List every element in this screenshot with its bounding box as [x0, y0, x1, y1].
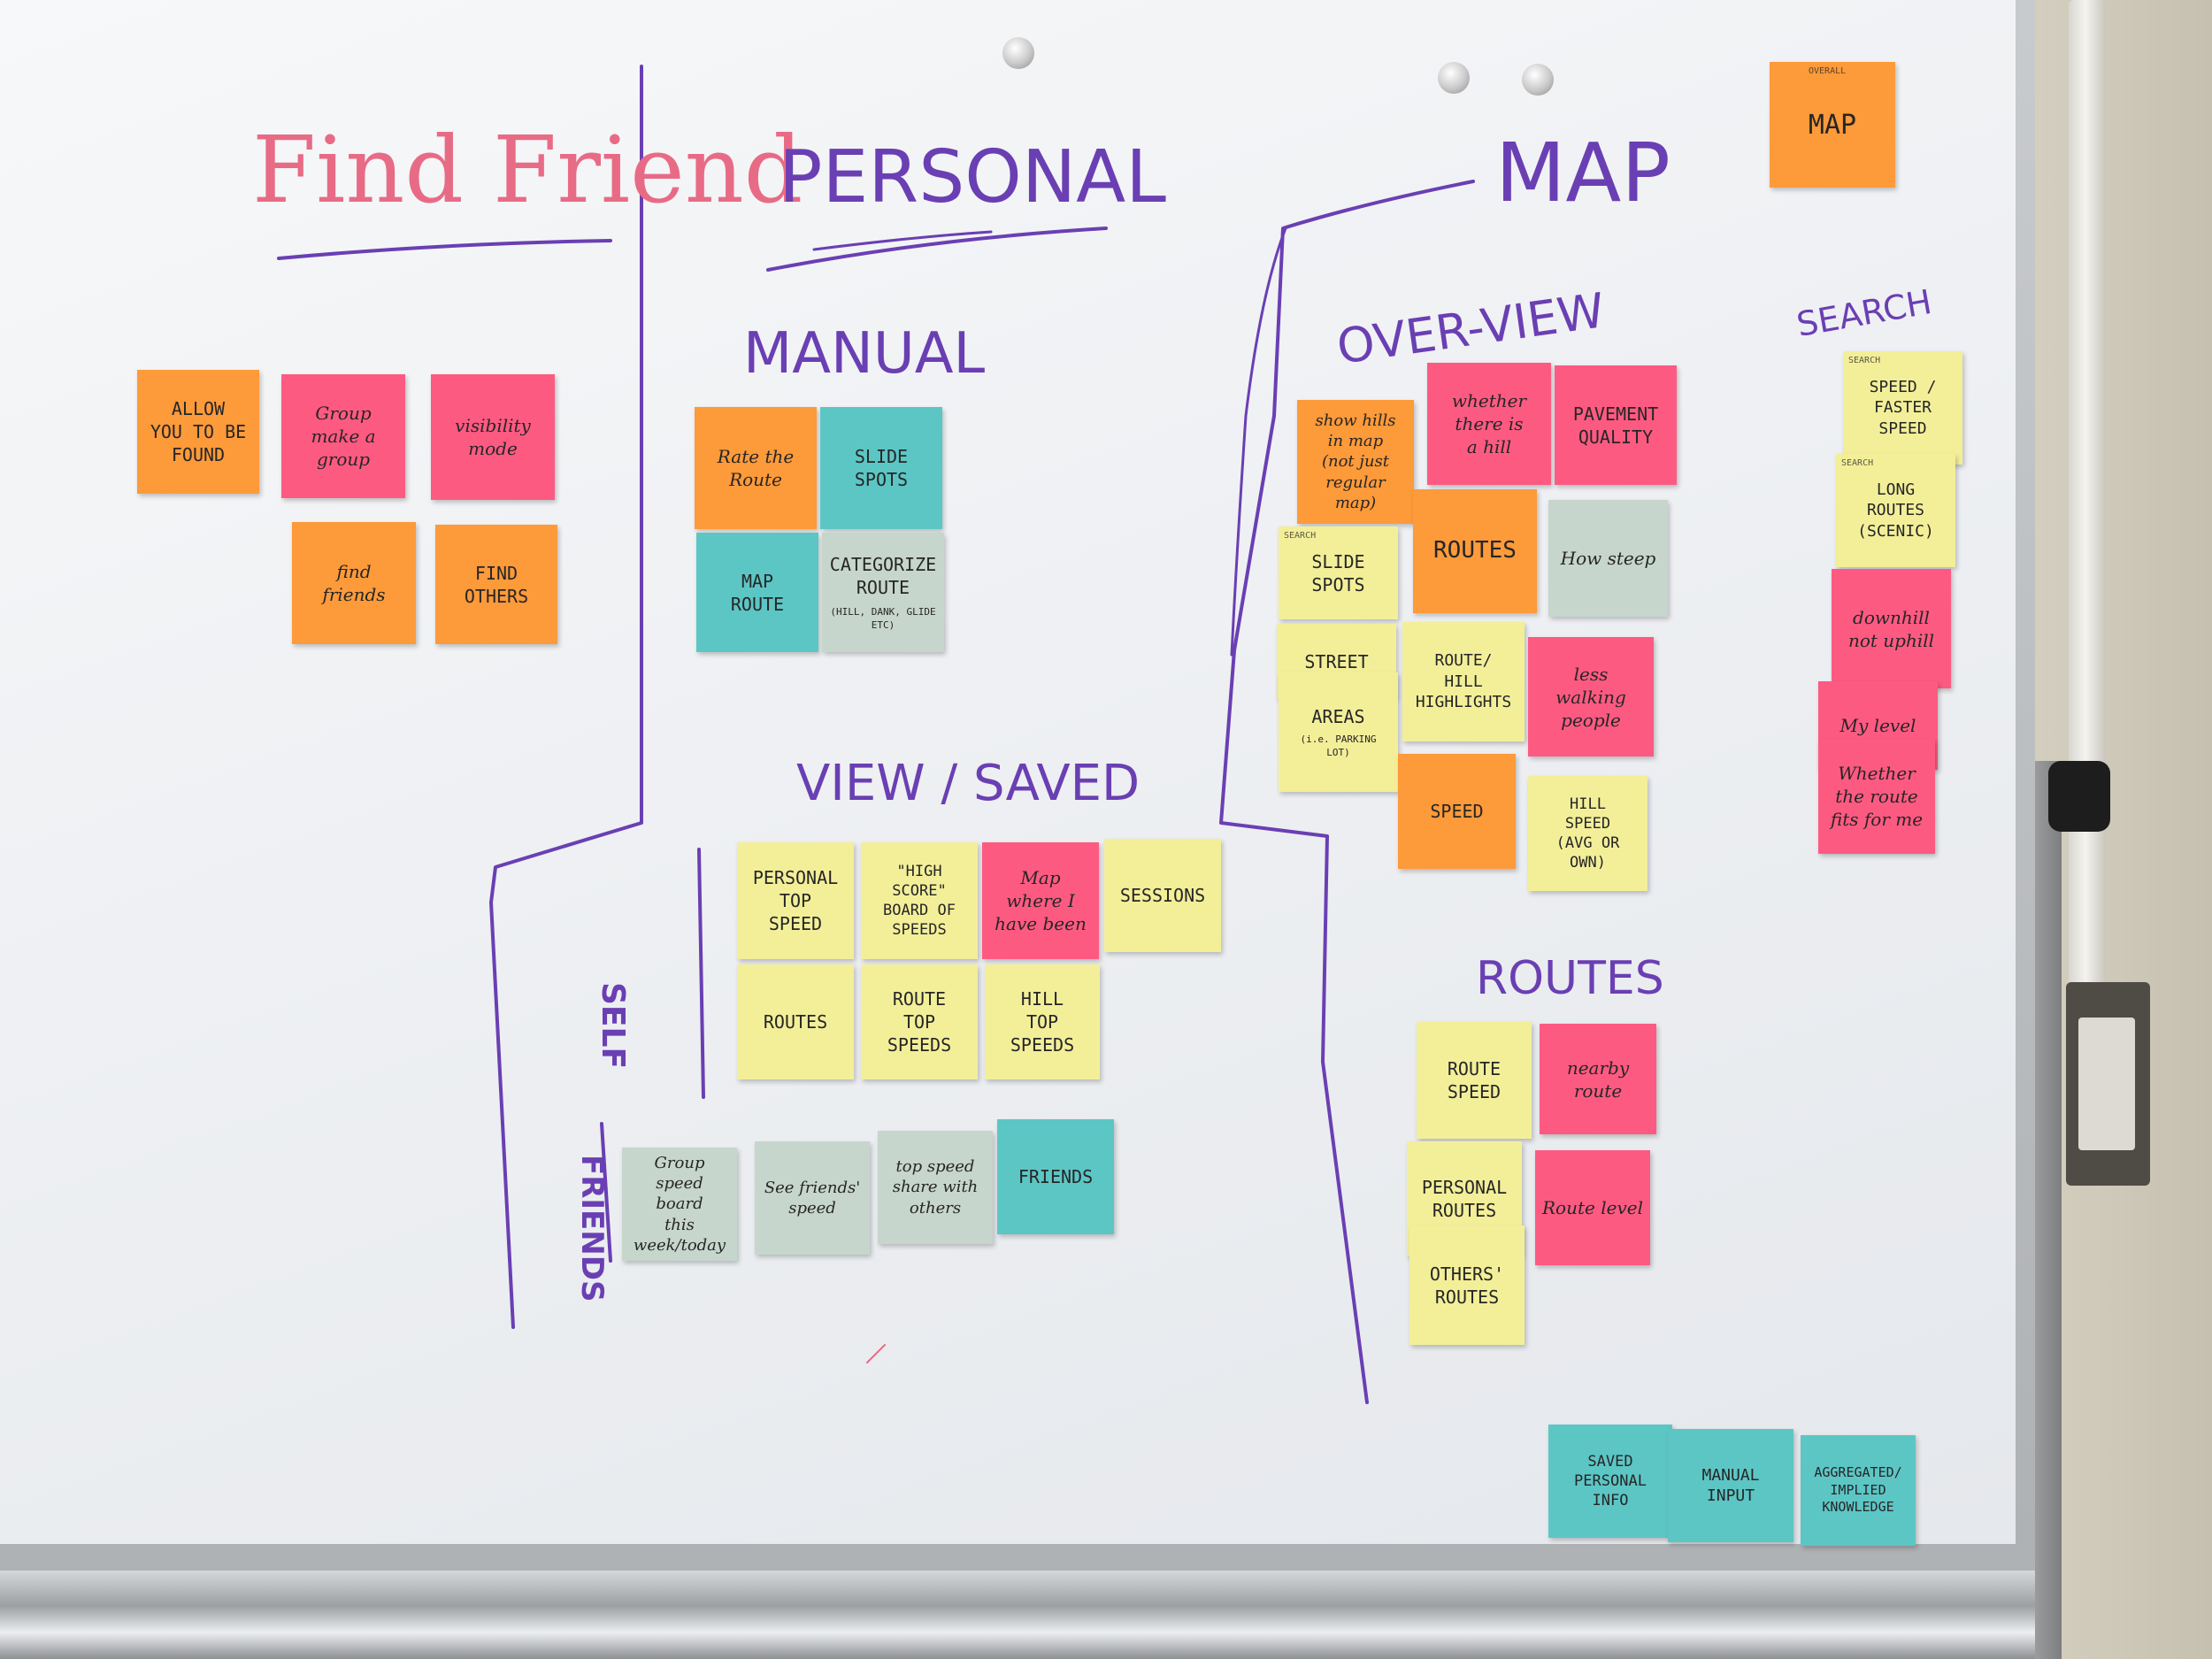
heading-self: SELF [595, 982, 631, 1069]
magnet [1522, 64, 1554, 96]
sticky-note-self-routes: ROUTES [737, 964, 854, 1079]
sticky-note-pavement-quality: PAVEMENT QUALITY [1555, 365, 1677, 485]
magnet [1438, 62, 1470, 94]
sticky-note-whether-hill: whether there is a hill [1427, 363, 1551, 485]
sticky-note-categorize-route: CATEGORIZE ROUTE(HILL, DANK, GLIDE ETC) [822, 533, 944, 652]
sticky-note-group-speed: Group speed board this week/today [622, 1148, 737, 1261]
heading-map: MAP [1495, 126, 1671, 220]
sticky-note-rate-route: Rate the Route [695, 407, 817, 529]
legend-aggregated-knowledge: AGGREGATED/ IMPLIED KNOWLEDGE [1801, 1435, 1916, 1546]
wall-pipe [2069, 0, 2106, 1044]
sticky-note-top-speed-share: top speed share with others [878, 1131, 993, 1244]
heading-friends: FRIENDS [574, 1155, 610, 1302]
heading-personal: PERSONAL [779, 135, 1166, 219]
sticky-note-routes-overview: ROUTES [1413, 489, 1537, 613]
sticky-note-less-walking: less walking people [1528, 637, 1654, 757]
sticky-note-areas: AREAS(i.e. PARKING LOT) [1279, 672, 1398, 792]
sticky-note-slide-spots-manual: SLIDE SPOTS [820, 407, 942, 529]
sticky-note-allow-found: ALLOW YOU TO BE FOUND [137, 370, 259, 494]
sticky-note-nearby-route: nearby route [1540, 1024, 1656, 1134]
sticky-note-map-where-been: Map where I have been [982, 842, 1099, 959]
sticky-note-highscore: "HIGH SCORE" BOARD OF SPEEDS [861, 842, 978, 959]
heading-manual: MANUAL [743, 321, 986, 387]
sticky-note-show-hills: show hills in map (not just regular map) [1297, 400, 1414, 524]
legend-manual-input: MANUAL INPUT [1668, 1429, 1793, 1542]
sticky-note-route-hill-highlights: ROUTE/ HILL HIGHLIGHTS [1402, 622, 1525, 741]
sticky-note-others-routes: OTHERS' ROUTES [1409, 1225, 1525, 1345]
sticky-note-how-steep: How steep [1548, 500, 1668, 617]
heading-routes: ROUTES [1476, 952, 1664, 1005]
sticky-note-hill-top-speeds: HILL TOP SPEEDS [985, 964, 1100, 1079]
wall-outlet [2066, 982, 2150, 1186]
sticky-note-see-friends: See friends' speed [755, 1141, 870, 1255]
sticky-note-find-friends: find friends [292, 522, 416, 644]
sticky-note-speed: SPEED [1398, 754, 1516, 869]
sticky-note-map-route: MAP ROUTE [696, 533, 818, 652]
heading-view-saved: VIEW / SAVED [796, 755, 1141, 812]
sticky-note-find-others: FIND OTHERS [435, 525, 557, 644]
sticky-note-personal-top-speed: PERSONAL TOP SPEED [737, 842, 854, 959]
sticky-note-route-top-speeds: ROUTE TOP SPEEDS [861, 964, 978, 1079]
sticky-note-friends: FRIENDS [997, 1119, 1114, 1234]
sticky-note-downhill: downhill not uphill [1832, 569, 1951, 688]
sticky-note-whether-fits: Whether the route fits for me [1818, 739, 1935, 854]
stand-knob [2048, 761, 2110, 832]
sticky-note-group: Group make a group [281, 374, 405, 498]
legend-saved-personal-info: SAVED PERSONAL INFO [1548, 1425, 1672, 1538]
heading-find-friend: Find Friend [252, 116, 803, 224]
magnet [1002, 37, 1034, 69]
sticky-note-visibility: visibility mode [431, 374, 555, 500]
whiteboard-frame [0, 0, 2035, 1593]
sticky-note-sessions: SESSIONS [1104, 839, 1221, 952]
sticky-note-hill-speed: HILL SPEED (AVG OR OWN) [1528, 776, 1647, 891]
marker-tray [0, 1571, 2035, 1659]
sticky-note-route-speed: ROUTE SPEED [1417, 1022, 1532, 1139]
sticky-note-route-level: Route level [1535, 1150, 1650, 1265]
whiteboard-surface [0, 0, 2016, 1544]
